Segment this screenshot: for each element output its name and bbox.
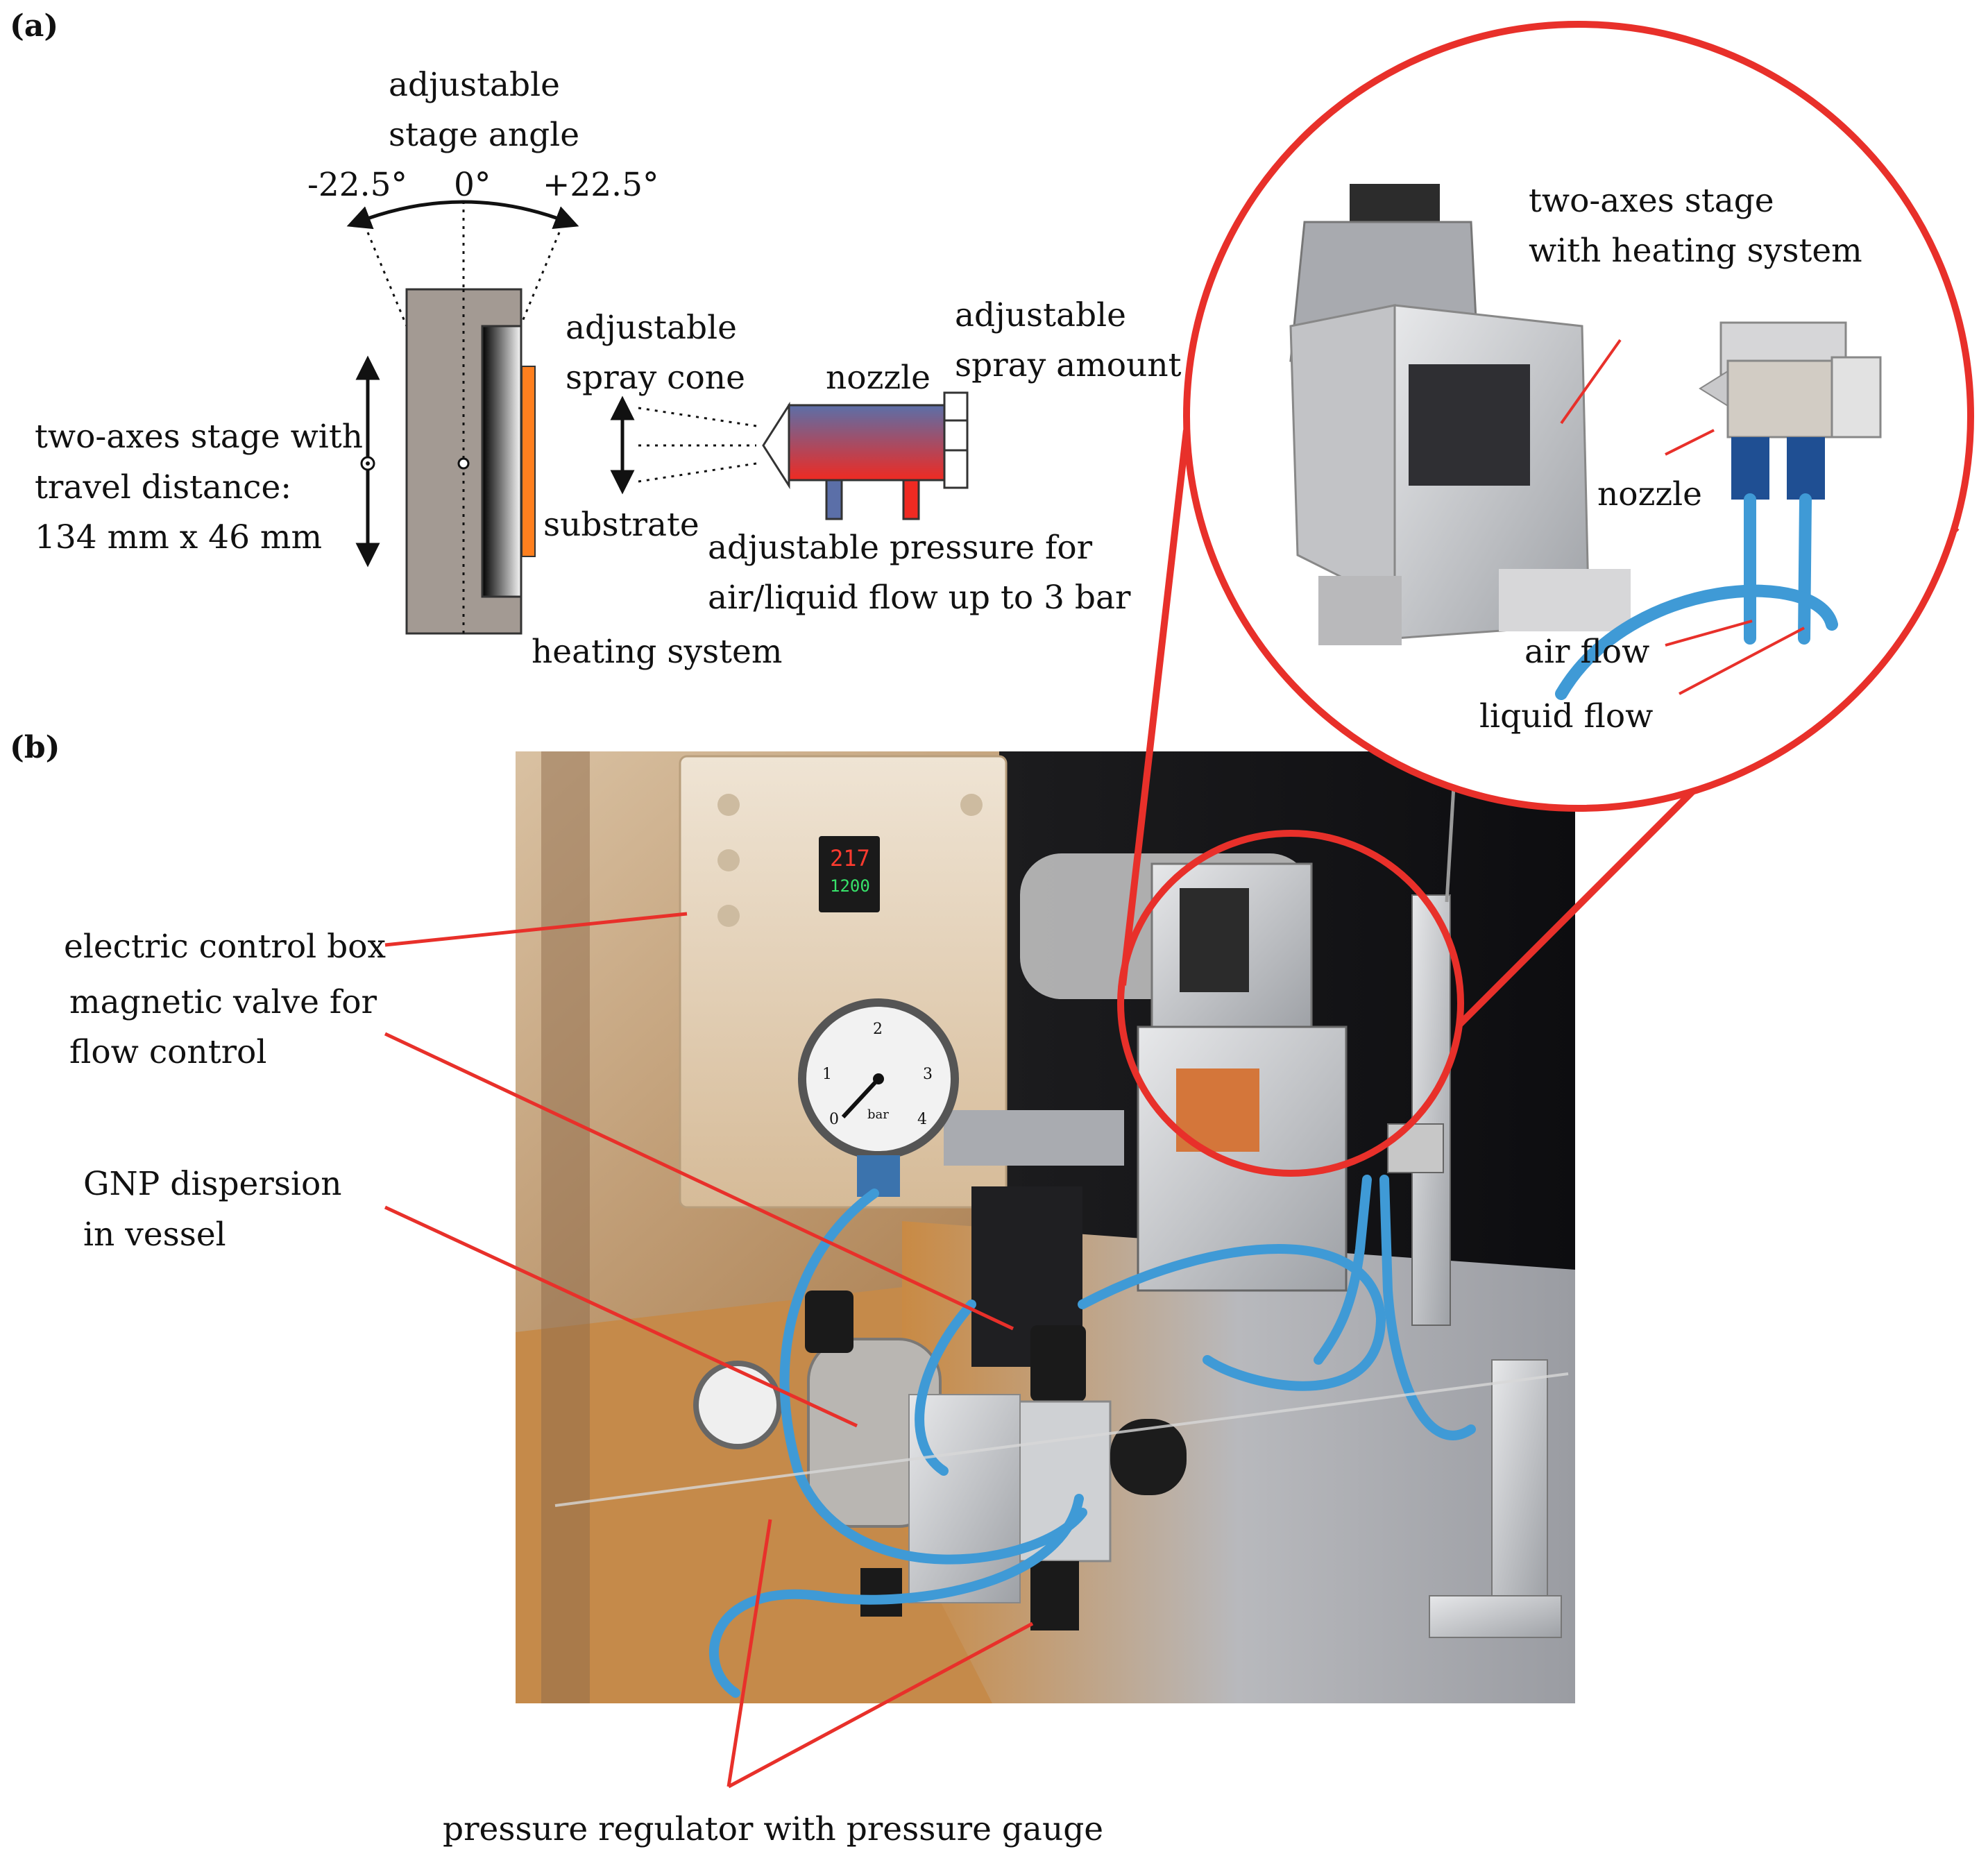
substrate-plate [521, 366, 536, 557]
stage-angle-label-2: stage angle [389, 116, 579, 154]
stage-travel-label-3: 134 mm x 46 mm [35, 518, 322, 556]
panel-b: (b) 217 1200 [10, 730, 1575, 1848]
gnp-label-2: in vessel [83, 1216, 226, 1254]
photo-highlight-circle [1117, 830, 1464, 1177]
display-top-value: 217 [830, 845, 870, 871]
display-bottom-value: 1200 [830, 876, 870, 896]
substrate-label: substrate [543, 506, 699, 544]
pressure-label-1: adjustable pressure for [708, 529, 1093, 567]
inset-liquid-flow-label: liquid flow [1479, 697, 1653, 735]
inset-photo [1187, 24, 1971, 808]
gauge-tick-0: 0 [829, 1111, 839, 1128]
stage-travel-label-1: two-axes stage with [35, 418, 363, 456]
inset-substrate-holder [1409, 364, 1530, 486]
photo-callouts [384, 912, 1034, 1789]
angle-zero-label: 0° [454, 166, 491, 204]
spray-cone-label-1: adjustable [566, 309, 737, 347]
inset-air-flow-label: air flow [1524, 633, 1649, 671]
pressure-label-2: air/liquid flow up to 3 bar [708, 579, 1131, 617]
main-pressure-gauge: 0 1 2 3 4 bar [798, 998, 959, 1159]
heating-system-label: heating system [532, 633, 782, 671]
magnetic-valve-label-2: flow control [69, 1033, 266, 1071]
gauge-tick-2: 2 [873, 1021, 883, 1038]
angle-minus-label: -22.5° [307, 166, 407, 204]
spray-cone-label-2: spray cone [566, 359, 745, 397]
panel-a: (a) adjustable stage angle -22.5° 0° +22… [10, 8, 1182, 671]
gauge-unit: bar [867, 1107, 889, 1122]
nozzle-schematic [762, 391, 969, 520]
angle-plus-label: +22.5° [543, 166, 659, 204]
stage-travel-label-2: travel distance: [35, 468, 291, 506]
stage-pivot [457, 457, 470, 470]
control-box-label: electric control box [64, 928, 386, 966]
gauge-tick-3: 3 [923, 1066, 933, 1083]
gauge-tick-1: 1 [822, 1066, 832, 1083]
spray-amount-label-1: adjustable [955, 296, 1126, 334]
inset-stage-label-1: two-axes stage [1529, 182, 1774, 220]
stage-angle-label-1: adjustable [389, 66, 560, 104]
panel-b-tag: (b) [10, 730, 60, 765]
zoom-inset: two-axes stage with heating system nozzl… [1119, 21, 1974, 1028]
gauge-tick-4: 4 [917, 1111, 927, 1128]
spray-amount-label-2: spray amount [955, 346, 1182, 384]
gnp-label-1: GNP dispersion [83, 1165, 342, 1203]
air-inlet [825, 479, 843, 520]
inset-stage-label-2: with heating system [1529, 232, 1862, 270]
spray-cone [610, 395, 757, 495]
inset-circle-border [1183, 21, 1974, 812]
inset-nozzle-label: nozzle [1597, 475, 1702, 513]
pressure-regulator-label: pressure regulator with pressure gauge [443, 1810, 1103, 1848]
magnetic-valve-label-1: magnetic valve for [69, 983, 377, 1021]
liquid-inlet [902, 479, 920, 520]
heating-plate [481, 325, 523, 598]
zoom-tangent-left [1119, 429, 1190, 986]
temperature-display: 217 1200 [819, 836, 880, 912]
nozzle-label: nozzle [826, 359, 931, 397]
small-pressure-gauge [693, 1361, 782, 1449]
setup-photo: 217 1200 0 1 2 3 4 [516, 751, 1575, 1703]
panel-a-tag: (a) [10, 8, 58, 44]
